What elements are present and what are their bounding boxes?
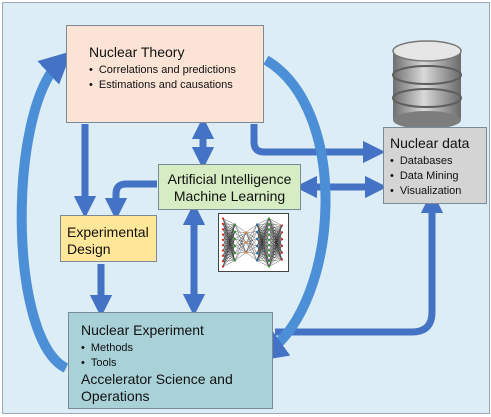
accelerator-label-line1: Accelerator Science and bbox=[81, 371, 233, 387]
nuclear-experiment-box: Nuclear Experiment Methods Tools Acceler… bbox=[68, 312, 273, 409]
nuclear-data-bullet: Visualization bbox=[390, 184, 486, 199]
accelerator-label-line2: Operations bbox=[81, 388, 150, 404]
ai-label: Artificial Intelligence bbox=[167, 171, 292, 187]
nuclear-theory-box: Nuclear Theory Correlations and predicti… bbox=[66, 25, 264, 123]
arrow-experiment-to-data bbox=[275, 190, 444, 336]
experimental-design-box: Experimental Design bbox=[60, 215, 157, 262]
nuclear-experiment-title: Nuclear Experiment bbox=[81, 322, 204, 338]
arrow-theory-loop-to-experiment bbox=[255, 55, 331, 362]
nuclear-data-title: Nuclear data bbox=[390, 135, 470, 151]
nuclear-theory-bullet: Estimations and causations bbox=[89, 78, 263, 93]
nuclear-theory-title: Nuclear Theory bbox=[89, 44, 185, 60]
experimental-design-line2: Design bbox=[67, 241, 111, 257]
nuclear-experiment-bullet: Tools bbox=[81, 356, 272, 371]
ml-label: Machine Learning bbox=[173, 188, 286, 204]
nuclear-experiment-bullets: Methods Tools bbox=[81, 341, 272, 371]
nuclear-data-bullet: Databases bbox=[390, 154, 486, 169]
neural-network-icon bbox=[218, 213, 289, 272]
nuclear-theory-bullet: Correlations and predictions bbox=[89, 63, 263, 78]
experimental-design-line1: Experimental bbox=[67, 224, 149, 240]
nuclear-data-box: Nuclear data Databases Data Mining Visua… bbox=[383, 127, 487, 204]
arrow-ai-to-design bbox=[104, 180, 157, 221]
arrow-theory-to-data bbox=[250, 124, 386, 164]
nuclear-experiment-bullet: Methods bbox=[81, 341, 272, 356]
arrow-experiment-loop-to-theory bbox=[16, 51, 72, 373]
nuclear-theory-bullets: Correlations and predictions Estimations… bbox=[89, 63, 263, 93]
ai-ml-box: Artificial Intelligence Machine Learning bbox=[158, 164, 301, 210]
nuclear-data-bullet: Data Mining bbox=[390, 169, 486, 184]
nuclear-data-bullets: Databases Data Mining Visualization bbox=[390, 154, 486, 199]
